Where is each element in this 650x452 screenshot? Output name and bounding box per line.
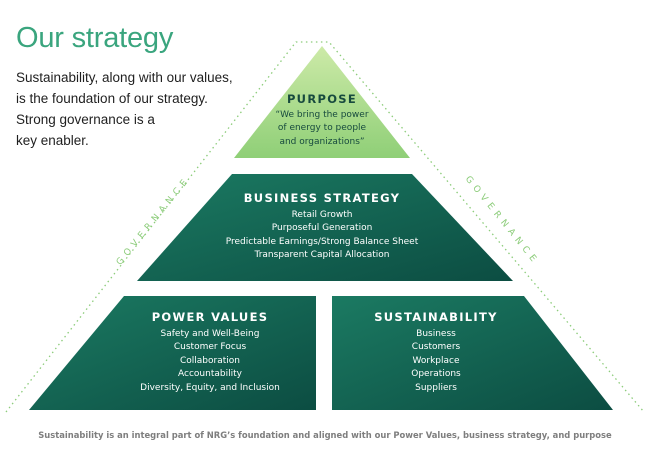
intro-line-1: Sustainability, along with our values, bbox=[16, 70, 233, 85]
governance-border bbox=[5, 41, 645, 413]
sustainability-tier bbox=[332, 296, 613, 410]
power-values-item: Safety and Well-Being bbox=[160, 328, 260, 339]
purpose-line: “We bring the power bbox=[275, 109, 369, 120]
page-title: Our strategy bbox=[16, 22, 174, 54]
power-values-tier bbox=[29, 296, 316, 410]
power-values-heading: POWER VALUES bbox=[151, 310, 269, 324]
business-strategy-item: Transparent Capital Allocation bbox=[254, 250, 390, 260]
purpose-line: and organizations” bbox=[279, 136, 365, 147]
purpose-tier bbox=[234, 46, 410, 158]
power-values-item: Accountability bbox=[178, 369, 242, 379]
purpose-text: PURPOSE “We bring the power of energy to… bbox=[262, 92, 382, 149]
power-values-text: POWER VALUES Safety and Well-Being Custo… bbox=[128, 310, 292, 395]
business-strategy-heading: BUSINESS STRATEGY bbox=[243, 191, 401, 205]
purpose-heading: PURPOSE bbox=[286, 92, 358, 106]
intro-line-3: Strong governance is a bbox=[16, 112, 155, 127]
business-strategy-tier bbox=[137, 174, 513, 281]
sustainability-item: Operations bbox=[411, 369, 461, 379]
sustainability-item: Business bbox=[416, 328, 456, 339]
intro-line-2: is the foundation of our strategy. bbox=[16, 91, 208, 106]
intro-line-4: key enabler. bbox=[16, 133, 89, 148]
power-values-item: Customer Focus bbox=[173, 342, 247, 352]
sustainability-item: Customers bbox=[411, 342, 461, 352]
power-values-item: Collaboration bbox=[180, 355, 240, 366]
sustainability-heading: SUSTAINABILITY bbox=[374, 310, 498, 324]
business-strategy-text: BUSINESS STRATEGY Retail Growth Purposef… bbox=[212, 191, 432, 263]
business-strategy-item: Retail Growth bbox=[291, 209, 353, 220]
footer-caption: Sustainability is an integral part of NR… bbox=[38, 430, 612, 440]
business-strategy-item: Purposeful Generation bbox=[271, 223, 373, 233]
power-values-item: Diversity, Equity, and Inclusion bbox=[140, 382, 280, 393]
business-strategy-item: Predictable Earnings/Strong Balance Shee… bbox=[225, 236, 419, 247]
sustainability-item: Workplace bbox=[412, 355, 460, 366]
sustainability-item: Suppliers bbox=[415, 382, 457, 393]
purpose-line: of energy to people bbox=[277, 123, 367, 133]
sustainability-text: SUSTAINABILITY Business Customers Workpl… bbox=[366, 310, 506, 395]
